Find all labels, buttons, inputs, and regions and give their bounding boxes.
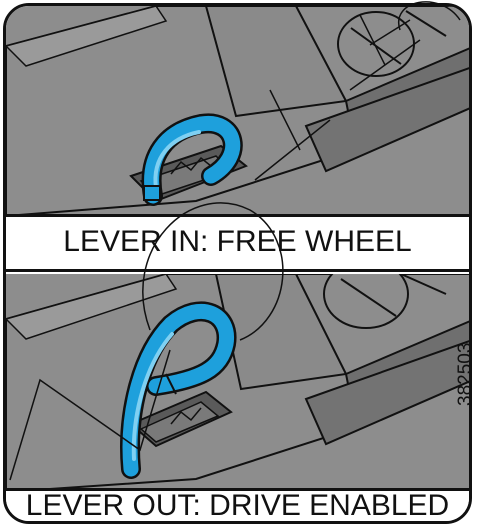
divider-top — [6, 214, 469, 217]
lever-in-illustration — [6, 6, 469, 216]
panel-lever-in — [6, 6, 469, 216]
figure-number: 382503 — [455, 343, 472, 406]
lever-out-illustration — [6, 274, 469, 494]
divider-middle — [6, 269, 469, 272]
diagram-frame: LEVER IN: FREE WHEEL LEVER OUT: DRIVE EN… — [3, 3, 472, 524]
caption-lever-in: LEVER IN: FREE WHEEL — [6, 227, 469, 257]
caption-lever-out: LEVER OUT: DRIVE ENABLED — [6, 491, 469, 521]
panel-lever-out — [6, 274, 469, 494]
